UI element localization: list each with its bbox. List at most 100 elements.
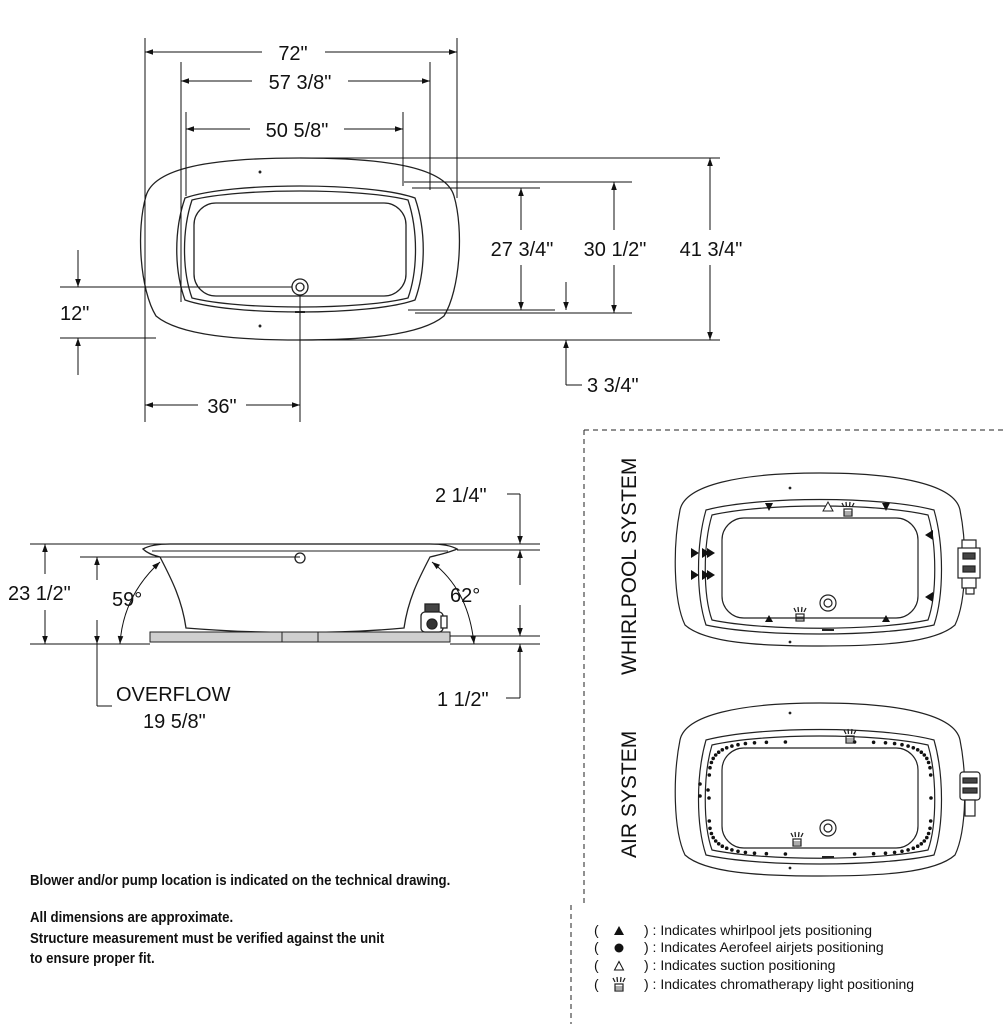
whirlpool-system-label: WHIRLPOOL SYSTEM — [618, 458, 641, 675]
whirlpool-jet-icon — [702, 570, 710, 580]
air-blower-icon — [959, 771, 981, 817]
whirlpool-jet-icon — [882, 503, 890, 511]
legend-paren: ( — [594, 939, 599, 955]
pump-motor-icon — [420, 603, 448, 633]
outline-triangle-icon — [613, 960, 625, 971]
tub-inner-rim — [183, 190, 417, 308]
airjet-icon — [716, 750, 721, 754]
airjet-icon — [928, 773, 933, 777]
airjet-icon — [698, 782, 702, 786]
airjet-icon — [906, 848, 910, 852]
side-view-dimensions — [30, 493, 540, 707]
airjet-icon — [915, 844, 920, 848]
dim-outer-length: 57 3/8" — [269, 72, 332, 94]
legend-paren: ( — [594, 922, 599, 938]
dim-total-height: 23 1/2" — [8, 583, 71, 605]
airjet-icon — [736, 742, 740, 747]
whirlpool-jets — [691, 500, 933, 622]
chromatherapy-light-icon — [790, 831, 804, 847]
side-view — [141, 543, 459, 643]
airjet-icon — [926, 831, 931, 836]
airjet-icon — [919, 750, 924, 754]
airjet-icon — [911, 746, 916, 750]
airjet-icon — [716, 842, 721, 846]
air-tub — [674, 702, 981, 877]
drain-inner — [295, 282, 305, 292]
airjet-icon — [698, 794, 702, 798]
tub-deck-line — [176, 185, 424, 313]
dim-drain-offset-y: 12" — [60, 303, 89, 325]
whirlpool-jet-icon — [691, 570, 699, 580]
whirlpool-jet-icon — [765, 503, 773, 511]
tub-base — [149, 631, 451, 643]
legend-paren: ( — [594, 976, 599, 992]
airjet-icon — [925, 756, 929, 761]
whirlpool-jet-icon — [707, 548, 715, 558]
dim-drain-offset-x: 36" — [207, 396, 236, 418]
airjet-icon — [711, 835, 715, 840]
chromatherapy-light-icon — [793, 606, 807, 622]
airjet-icon — [707, 773, 712, 777]
airjet-icon — [708, 765, 712, 770]
airjet-icon — [926, 760, 931, 765]
airjet-icon — [929, 796, 933, 800]
dim-rim-offset: 3 3/4" — [587, 375, 639, 397]
filled-triangle-icon — [614, 926, 624, 935]
note-blower-location: Blower and/or pump location is indicated… — [30, 872, 451, 889]
airjet-icon — [928, 765, 932, 770]
top-view-dimensions — [60, 38, 720, 422]
whirlpool-jet-icon — [707, 570, 715, 580]
whirlpool-jet-icon — [882, 615, 890, 622]
whirlpool-jet-icon — [691, 548, 699, 558]
airjet-icon — [919, 842, 924, 846]
airjet-icon — [922, 753, 927, 757]
airjet-icon — [713, 753, 718, 757]
dim-overall-width: 41 3/4" — [680, 239, 743, 261]
airjet-icon — [925, 835, 929, 840]
legend-text: ) : Indicates Aerofeel airjets positioni… — [644, 939, 884, 955]
dim-outer-width: 30 1/2" — [584, 239, 647, 261]
light-icon — [612, 976, 626, 992]
airjet-icon — [752, 851, 757, 855]
airjet-icon — [883, 851, 888, 855]
whirlpool-tub — [674, 472, 981, 647]
airjet-icon — [720, 748, 725, 752]
airjet-icon — [743, 850, 748, 855]
legend-paren: ( — [594, 957, 599, 973]
airjet-icon — [736, 849, 740, 854]
airjet-icon — [871, 851, 876, 856]
airjet-icon — [922, 839, 927, 843]
airjet-icon — [911, 846, 916, 850]
airjet-icon — [783, 852, 788, 856]
whirlpool-pump-icon — [957, 539, 981, 595]
airjet-icon — [764, 851, 769, 856]
airjet-icon — [730, 744, 734, 748]
airjet-icon — [706, 788, 710, 792]
legend-text: ) : Indicates suction positioning — [644, 957, 836, 973]
airjet-icon — [892, 741, 897, 746]
airjet-icon — [711, 756, 715, 761]
airjet-icon — [900, 742, 904, 747]
airjet-icon — [928, 826, 932, 831]
airjet-icon — [720, 844, 725, 848]
chromatherapy-light-icon — [841, 501, 855, 517]
airjet-icon — [783, 740, 788, 744]
airjet-icon — [871, 740, 876, 745]
airjet-icon — [900, 849, 904, 854]
airjet-icon — [852, 852, 857, 856]
top-view-labels: 72" 57 3/8" 50 5/8" 27 3/4" 30 1/2" 41 3… — [60, 43, 742, 418]
airjet-icon — [724, 746, 729, 750]
dim-overall-length: 72" — [278, 43, 307, 65]
tub-basin — [193, 202, 407, 297]
airjet-icon — [707, 796, 711, 800]
whirlpool-jet-icon — [925, 592, 933, 602]
note-verify-structure: Structure measurement must be verified a… — [30, 930, 385, 947]
note-approximate: All dimensions are approximate. — [30, 909, 234, 926]
airjet-icon — [752, 741, 757, 745]
dim-rim-thickness: 2 1/4" — [435, 485, 487, 507]
legend-text: ) : Indicates whirlpool jets positioning — [644, 922, 873, 938]
airjet-icon — [892, 850, 897, 855]
legend-text: ) : Indicates chromatherapy light positi… — [644, 976, 915, 992]
airjet-icon — [915, 748, 920, 752]
